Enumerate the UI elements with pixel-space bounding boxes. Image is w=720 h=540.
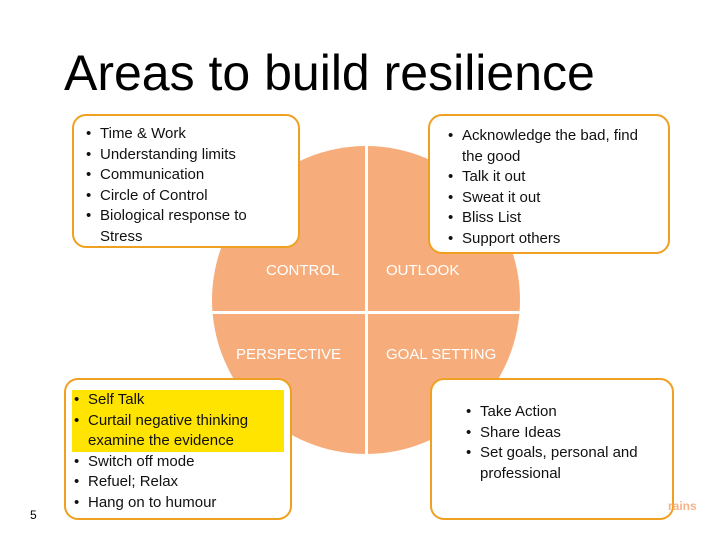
outlook-box: Acknowledge the bad, find the good Talk … — [428, 114, 670, 254]
control-item: Biological response to Stress — [84, 206, 264, 247]
control-item: Understanding limits — [84, 145, 264, 166]
outlook-item: Support others — [446, 229, 646, 250]
outlook-list: Acknowledge the bad, find the good Talk … — [446, 126, 646, 249]
slide-title: Areas to build resilience — [64, 45, 595, 101]
goal-item: Set goals, personal and professional — [464, 443, 644, 484]
control-list: Time & Work Understanding limits Communi… — [84, 124, 264, 247]
circle-vertical-divider — [365, 146, 368, 454]
control-box: Time & Work Understanding limits Communi… — [72, 114, 300, 248]
quadrant-label-perspective: PERSPECTIVE — [236, 346, 342, 363]
perspective-item: Curtail negative thinking examine the ev… — [72, 410, 284, 452]
perspective-item: Switch off mode — [72, 452, 284, 473]
page-number: 5 — [30, 508, 37, 522]
outlook-item: Talk it out — [446, 167, 646, 188]
perspective-item: Refuel; Relax — [72, 472, 284, 493]
control-item: Circle of Control — [84, 186, 264, 207]
outlook-item: Bliss List — [446, 208, 646, 229]
goal-list: Take Action Share Ideas Set goals, perso… — [464, 402, 644, 484]
quadrant-label-control: CONTROL — [266, 262, 340, 279]
outlook-item: Acknowledge the bad, find the good — [446, 126, 646, 167]
quadrant-label-goal-setting: GOAL SETTING — [386, 346, 497, 363]
goal-box: Take Action Share Ideas Set goals, perso… — [430, 378, 674, 520]
goal-item: Take Action — [464, 402, 644, 423]
perspective-list: Self Talk Curtail negative thinking exam… — [72, 390, 284, 513]
perspective-box: Self Talk Curtail negative thinking exam… — [64, 378, 292, 520]
perspective-item: Self Talk — [72, 390, 284, 411]
quadrant-label-outlook: OUTLOOK — [386, 262, 460, 279]
goal-item: Share Ideas — [464, 423, 644, 444]
outlook-item: Sweat it out — [446, 188, 646, 209]
control-item: Communication — [84, 165, 264, 186]
control-item: Time & Work — [84, 124, 264, 145]
logo-text: rains — [668, 499, 697, 513]
circle-horizontal-divider — [212, 311, 520, 314]
perspective-item: Hang on to humour — [72, 493, 284, 514]
